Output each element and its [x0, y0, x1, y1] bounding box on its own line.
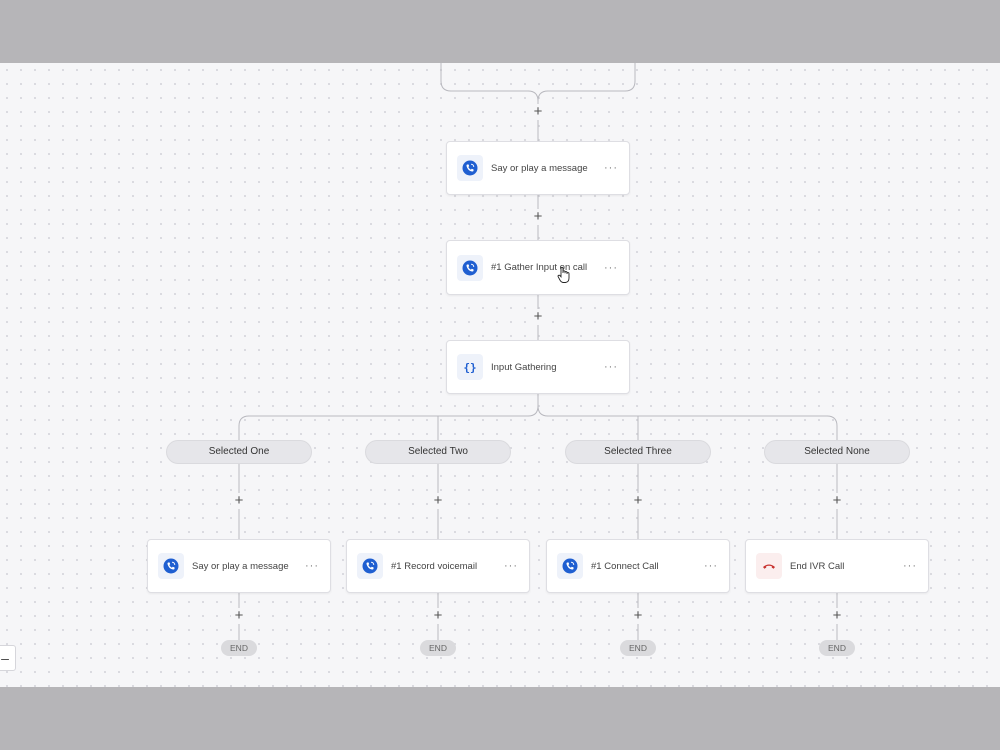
phone-icon [457, 155, 483, 181]
more-options-button[interactable]: ··· [604, 361, 618, 373]
phone-icon [557, 553, 583, 579]
zoom-out-button[interactable]: – [0, 645, 16, 671]
branch-selected-none[interactable]: Selected None [764, 440, 910, 464]
flow-canvas[interactable]: + Say or play a message ··· + #1 Gather … [0, 63, 1000, 687]
more-options-button[interactable]: ··· [504, 560, 518, 572]
node-gather-input[interactable]: #1 Gather Input on call ··· [446, 240, 630, 295]
node-label: Say or play a message [491, 162, 588, 174]
more-options-button[interactable]: ··· [704, 560, 718, 572]
phone-icon [158, 553, 184, 579]
add-step-button[interactable]: + [231, 608, 247, 624]
branch-selected-two[interactable]: Selected Two [365, 440, 511, 464]
hand-cursor-icon [557, 266, 570, 283]
add-step-button[interactable]: + [630, 608, 646, 624]
node-label: #1 Record voicemail [391, 560, 478, 572]
branch-selected-one[interactable]: Selected One [166, 440, 312, 464]
node-branch1-say-message[interactable]: Say or play a message ··· [147, 539, 331, 593]
phone-icon [357, 553, 383, 579]
more-options-button[interactable]: ··· [604, 162, 618, 174]
end-marker: END [420, 640, 456, 656]
add-step-button[interactable]: + [430, 608, 446, 624]
add-step-button[interactable]: + [231, 493, 247, 509]
branch-selected-three[interactable]: Selected Three [565, 440, 711, 464]
node-input-gathering[interactable]: {} Input Gathering ··· [446, 340, 630, 394]
node-label: #1 Gather Input on call [491, 262, 588, 273]
node-branch3-connect-call[interactable]: #1 Connect Call ··· [546, 539, 730, 593]
add-step-button[interactable]: + [829, 608, 845, 624]
code-braces-icon: {} [457, 354, 483, 380]
add-step-button[interactable]: + [530, 309, 546, 325]
node-label: Input Gathering [491, 361, 557, 373]
node-label: End IVR Call [790, 560, 845, 572]
node-branch4-end-call[interactable]: End IVR Call ··· [745, 539, 929, 593]
node-branch2-record-voicemail[interactable]: #1 Record voicemail ··· [346, 539, 530, 593]
svg-text:{}: {} [463, 361, 476, 374]
more-options-button[interactable]: ··· [305, 560, 319, 572]
add-step-button[interactable]: + [630, 493, 646, 509]
more-options-button[interactable]: ··· [903, 560, 917, 572]
node-label: #1 Connect Call [591, 560, 659, 572]
end-marker: END [819, 640, 855, 656]
add-step-button[interactable]: + [530, 104, 546, 120]
node-label: Say or play a message [192, 560, 289, 572]
end-marker: END [221, 640, 257, 656]
more-options-button[interactable]: ··· [604, 261, 618, 274]
add-step-button[interactable]: + [829, 493, 845, 509]
add-step-button[interactable]: + [530, 209, 546, 225]
add-step-button[interactable]: + [430, 493, 446, 509]
phone-icon [457, 254, 483, 281]
node-say-message[interactable]: Say or play a message ··· [446, 141, 630, 195]
hang-up-icon [756, 553, 782, 579]
end-marker: END [620, 640, 656, 656]
